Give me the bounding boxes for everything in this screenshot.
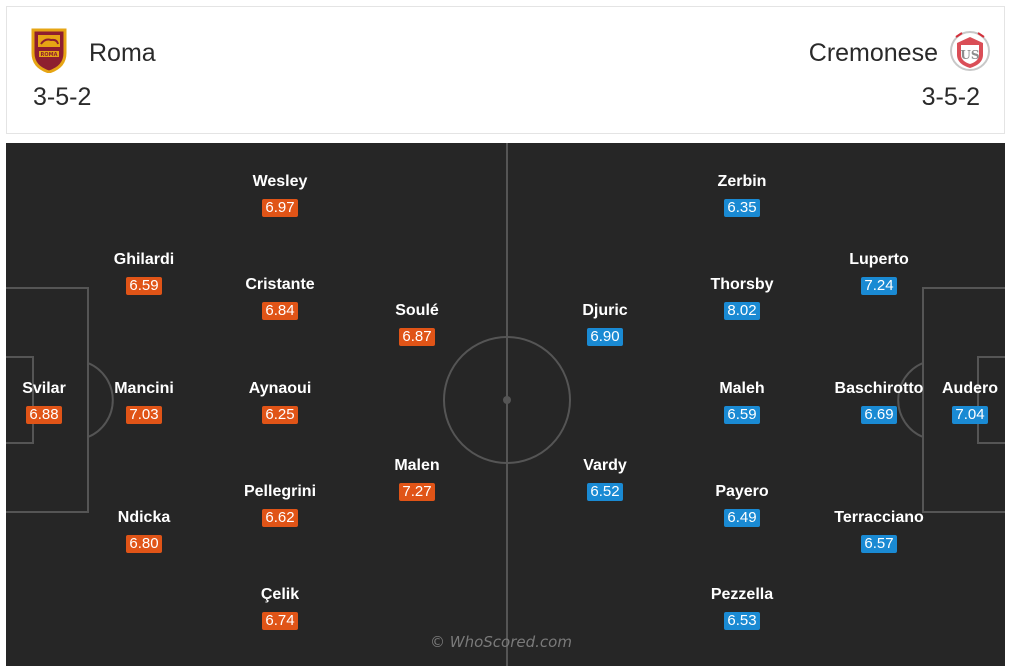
player-name: Wesley bbox=[252, 173, 308, 190]
player-svilar[interactable]: Svilar 6.88 bbox=[6, 380, 104, 424]
player-name: Soulé bbox=[395, 302, 439, 319]
player-soule[interactable]: Soulé 6.87 bbox=[357, 302, 477, 346]
player-celik[interactable]: Çelik 6.74 bbox=[220, 586, 340, 630]
svg-text:ROMA: ROMA bbox=[41, 52, 58, 58]
player-rating: 6.87 bbox=[399, 328, 435, 346]
player-baschirotto[interactable]: Baschirotto 6.69 bbox=[819, 380, 939, 424]
player-rating: 7.24 bbox=[861, 277, 897, 295]
player-rating: 6.35 bbox=[724, 199, 760, 217]
player-rating: 6.69 bbox=[861, 406, 897, 424]
player-djuric[interactable]: Djuric 6.90 bbox=[545, 302, 665, 346]
player-rating: 6.59 bbox=[724, 406, 760, 424]
player-rating: 6.88 bbox=[26, 406, 62, 424]
player-name: Zerbin bbox=[717, 173, 767, 190]
away-team-name[interactable]: Cremonese bbox=[808, 39, 938, 67]
player-thorsby[interactable]: Thorsby 8.02 bbox=[682, 276, 802, 320]
player-wesley[interactable]: Wesley 6.97 bbox=[220, 173, 340, 217]
player-rating: 6.90 bbox=[587, 328, 623, 346]
player-vardy[interactable]: Vardy 6.52 bbox=[545, 457, 665, 501]
player-zerbin[interactable]: Zerbin 6.35 bbox=[682, 173, 802, 217]
player-maleh[interactable]: Maleh 6.59 bbox=[682, 380, 802, 424]
player-rating: 7.03 bbox=[126, 406, 162, 424]
player-name: Terracciano bbox=[834, 509, 924, 526]
player-name: Payero bbox=[715, 483, 769, 500]
player-rating: 6.59 bbox=[126, 277, 162, 295]
pitch-lines bbox=[6, 143, 1005, 666]
player-name: Ghilardi bbox=[113, 251, 175, 268]
player-luperto[interactable]: Luperto 7.24 bbox=[819, 251, 939, 295]
player-name: Pezzella bbox=[710, 586, 774, 603]
player-rating: 7.27 bbox=[399, 483, 435, 501]
player-pellegrini[interactable]: Pellegrini 6.62 bbox=[220, 483, 340, 527]
player-name: Ndicka bbox=[117, 509, 171, 526]
player-rating: 6.57 bbox=[861, 535, 897, 553]
player-mancini[interactable]: Mancini 7.03 bbox=[84, 380, 204, 424]
home-team-name[interactable]: Roma bbox=[89, 39, 156, 67]
player-name: Baschirotto bbox=[834, 380, 924, 397]
player-name: Luperto bbox=[849, 251, 909, 268]
player-name: Cristante bbox=[245, 276, 315, 293]
player-rating: 6.53 bbox=[724, 612, 760, 630]
player-ndicka[interactable]: Ndicka 6.80 bbox=[84, 509, 204, 553]
player-name: Thorsby bbox=[710, 276, 774, 293]
player-payero[interactable]: Payero 6.49 bbox=[682, 483, 802, 527]
player-audero[interactable]: Audero 7.04 bbox=[910, 380, 1005, 424]
pitch: Svilar 6.88 Ghilardi 6.59 Mancini 7.03 N… bbox=[6, 143, 1005, 666]
player-rating: 6.25 bbox=[262, 406, 298, 424]
player-rating: 6.49 bbox=[724, 509, 760, 527]
player-name: Aynaoui bbox=[248, 380, 312, 397]
whoscored-watermark: © WhoScored.com bbox=[430, 633, 572, 651]
player-name: Çelik bbox=[260, 586, 300, 603]
player-rating: 7.04 bbox=[952, 406, 988, 424]
player-rating: 6.62 bbox=[262, 509, 298, 527]
player-ghilardi[interactable]: Ghilardi 6.59 bbox=[84, 251, 204, 295]
player-cristante[interactable]: Cristante 6.84 bbox=[220, 276, 340, 320]
player-rating: 6.97 bbox=[262, 199, 298, 217]
player-name: Vardy bbox=[583, 457, 627, 474]
home-formation: 3-5-2 bbox=[33, 83, 92, 111]
player-name: Audero bbox=[942, 380, 998, 397]
player-name: Svilar bbox=[22, 380, 66, 397]
player-aynaoui[interactable]: Aynaoui 6.25 bbox=[220, 380, 340, 424]
player-name: Maleh bbox=[719, 380, 765, 397]
player-rating: 6.80 bbox=[126, 535, 162, 553]
roma-crest-icon[interactable]: ROMA bbox=[29, 27, 69, 74]
player-name: Mancini bbox=[114, 380, 174, 397]
player-name: Pellegrini bbox=[243, 483, 317, 500]
player-rating: 6.52 bbox=[587, 483, 623, 501]
player-rating: 8.02 bbox=[724, 302, 760, 320]
svg-text:US: US bbox=[960, 48, 979, 62]
player-malen[interactable]: Malen 7.27 bbox=[357, 457, 477, 501]
player-pezzella[interactable]: Pezzella 6.53 bbox=[682, 586, 802, 630]
away-formation: 3-5-2 bbox=[921, 83, 980, 111]
player-rating: 6.84 bbox=[262, 302, 298, 320]
player-rating: 6.74 bbox=[262, 612, 298, 630]
player-terracciano[interactable]: Terracciano 6.57 bbox=[819, 509, 939, 553]
player-name: Malen bbox=[394, 457, 440, 474]
cremonese-crest-icon[interactable]: US bbox=[947, 29, 993, 75]
lineup-header: ROMA Roma 3-5-2 Cremonese US 3-5-2 bbox=[6, 6, 1005, 134]
player-name: Djuric bbox=[582, 302, 628, 319]
